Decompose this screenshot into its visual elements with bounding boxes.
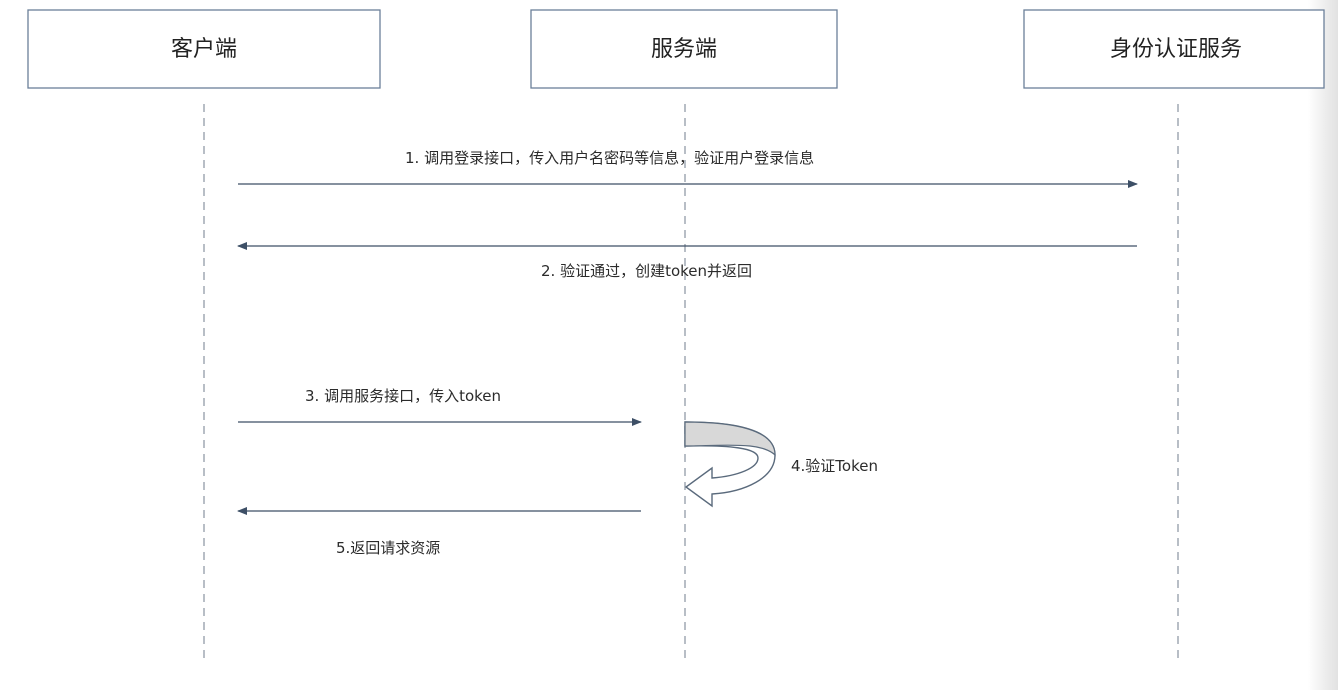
actor-box-server [530,9,838,89]
actor-auth: 身份认证服务 [1023,9,1325,89]
actor-label-auth: 身份认证服务 [1110,37,1242,62]
actor-label-server: 服务端 [651,37,717,62]
actor-client: 客户端 [27,9,381,89]
message-4-label: 4.验证Token [791,457,878,475]
message-2-label: 2. 验证通过，创建token并返回 [541,262,752,280]
self-arrow-shadow [684,421,776,457]
actor-box-client [27,9,381,89]
actor-server: 服务端 [530,9,838,89]
message-3-label: 3. 调用服务接口，传入token [305,387,501,405]
message-5-label: 5.返回请求资源 [336,539,440,557]
actor-label-client: 客户端 [171,37,237,62]
right-edge-shade [1308,0,1338,690]
message-1-label: 1. 调用登录接口，传入用户名密码等信息，验证用户登录信息 [405,149,814,167]
message-4-self-arrow [684,421,776,508]
actor-box-auth [1023,9,1325,89]
